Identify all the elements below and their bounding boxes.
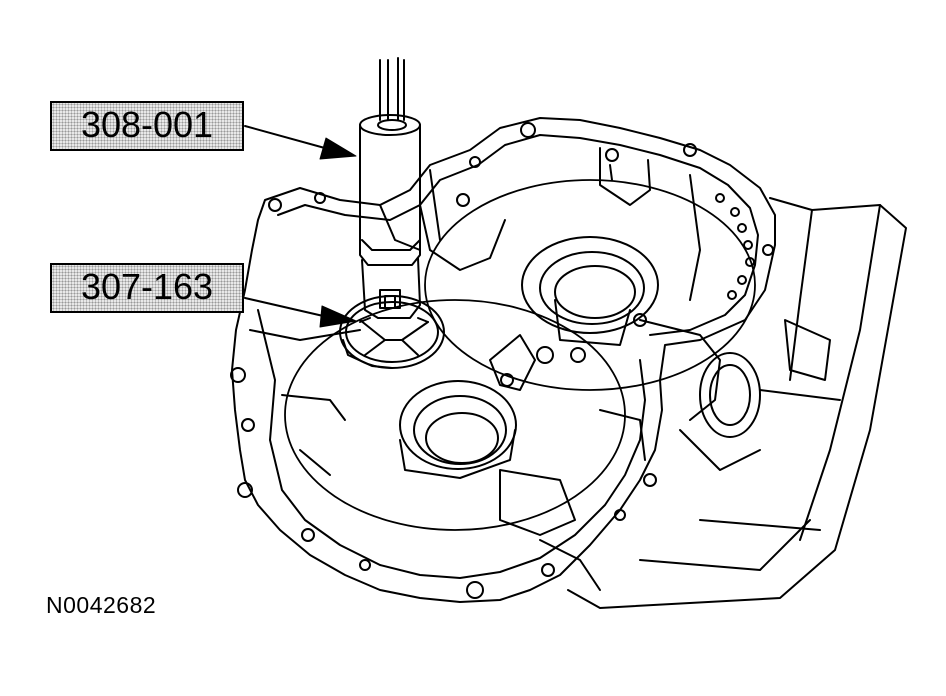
lower-bore bbox=[284, 299, 626, 531]
leader-lines bbox=[244, 125, 333, 319]
case-outline bbox=[231, 117, 776, 603]
callout-label-307-163: 307-163 bbox=[80, 266, 214, 307]
handle-308-001 bbox=[359, 57, 421, 266]
callout-308-001: 308-001 bbox=[50, 101, 244, 151]
arrow-head-307-163 bbox=[319, 305, 357, 328]
figure-id: N0042682 bbox=[46, 592, 157, 618]
seal-ring bbox=[339, 295, 445, 369]
callout-307-163: 307-163 bbox=[50, 263, 244, 313]
arrow-head-308-001 bbox=[319, 137, 357, 160]
callout-label-308-001: 308-001 bbox=[80, 104, 214, 145]
upper-bore bbox=[424, 179, 756, 391]
installer-307-163 bbox=[359, 257, 429, 356]
bolt-holes bbox=[230, 122, 774, 599]
case-right-extension bbox=[567, 197, 907, 609]
